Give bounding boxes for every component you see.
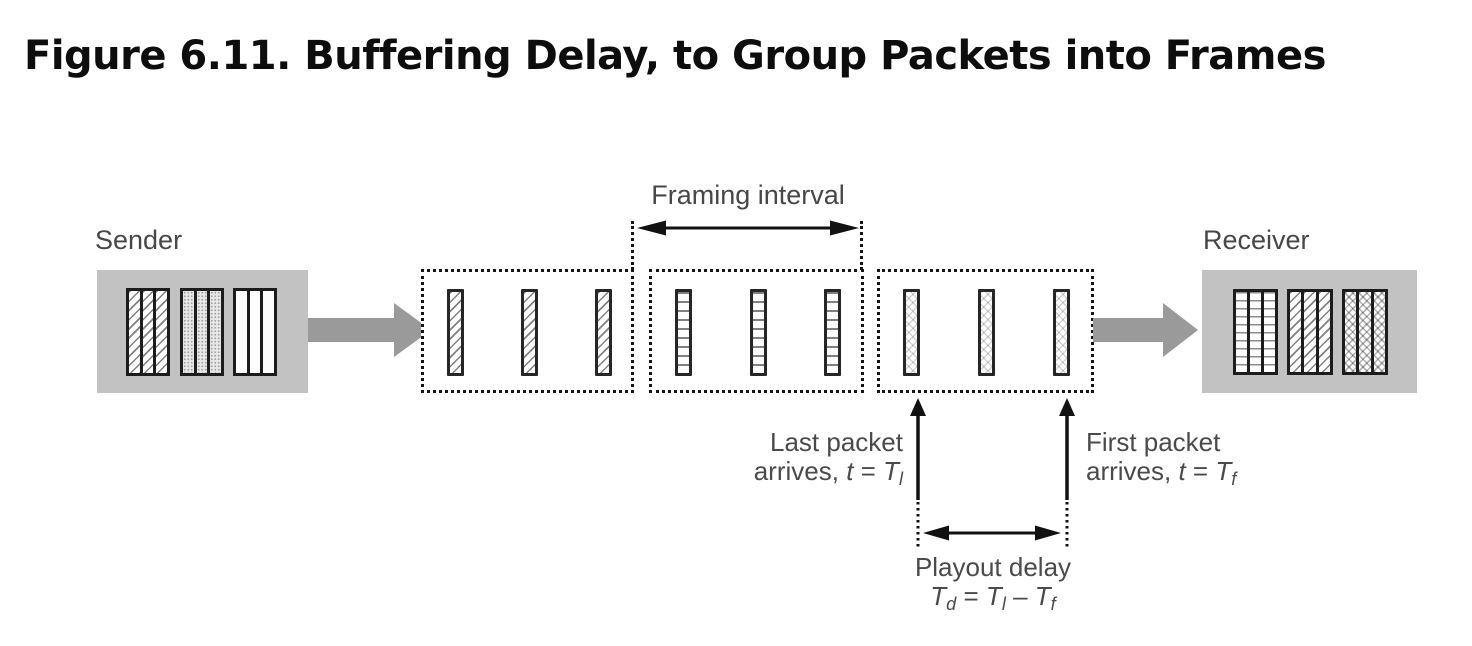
- receiver-box: [1202, 270, 1417, 393]
- receiver-frame: [1287, 289, 1333, 375]
- frame-column: [196, 291, 208, 373]
- frame-column: [1345, 292, 1357, 372]
- packet-bar: [521, 289, 538, 376]
- frame-column: [263, 291, 275, 373]
- framing-interval-arrow-icon: [636, 219, 860, 237]
- receiver-frame: [1233, 289, 1278, 375]
- frame-column: [1359, 292, 1371, 372]
- sender-box: [97, 270, 308, 393]
- frame-column: [156, 291, 168, 373]
- first-packet-line2: arrives, t = Tf: [1086, 456, 1237, 490]
- packet-bar: [903, 289, 920, 376]
- frame-column: [1304, 292, 1316, 372]
- frame-column: [1236, 292, 1247, 372]
- last-packet-arrow-icon: [909, 398, 927, 548]
- framing-interval-label: Framing interval: [651, 180, 845, 210]
- frame-column: [142, 291, 154, 373]
- playout-delay-formula: Td = Tl – Tf: [930, 581, 1056, 615]
- last-packet-line1: Last packet: [770, 427, 903, 457]
- framing-interval-tick-left: [631, 221, 634, 270]
- figure-title: Figure 6.11. Buffering Delay, to Group P…: [24, 33, 1326, 79]
- frame-column: [210, 291, 222, 373]
- frame-column: [1290, 292, 1302, 372]
- frame-column: [249, 291, 261, 373]
- sender-label: Sender: [95, 225, 183, 255]
- packet-bar: [978, 289, 995, 376]
- buffer-box-3: [877, 269, 1094, 393]
- receiver-flow-arrow-icon: [1093, 301, 1199, 359]
- packet-bar: [675, 289, 692, 376]
- packet-bar: [447, 289, 464, 376]
- frame-column: [236, 291, 247, 373]
- receiver-label: Receiver: [1203, 225, 1310, 255]
- buffer-box-2: [649, 269, 864, 393]
- sender-frame: [126, 288, 170, 376]
- first-packet-arrow-icon: [1058, 398, 1076, 548]
- last-packet-line2: arrives, t = Tl: [753, 456, 903, 490]
- playout-delay-line1: Playout delay: [914, 552, 1072, 582]
- packet-bar: [750, 289, 767, 376]
- frame-column: [129, 291, 140, 373]
- first-packet-line1: First packet: [1086, 427, 1221, 457]
- packet-bar: [595, 289, 612, 376]
- sender-frame: [233, 288, 277, 376]
- sender-frame: [180, 288, 224, 376]
- frame-column: [1250, 292, 1261, 372]
- framing-interval-tick-right: [860, 221, 863, 270]
- first-packet-annotation: First packet arrives, t = Tf: [1086, 428, 1236, 494]
- playout-delay-arrow-icon: [922, 524, 1062, 542]
- sender-flow-arrow-icon: [308, 301, 432, 359]
- frame-column: [183, 291, 194, 373]
- receiver-frame: [1342, 289, 1388, 375]
- frame-column: [1264, 292, 1275, 372]
- frame-column: [1373, 292, 1385, 372]
- buffer-box-1: [421, 269, 634, 393]
- packet-bar: [824, 289, 841, 376]
- packet-bar: [1053, 289, 1070, 376]
- last-packet-annotation: Last packet arrives, t = Tl: [690, 428, 903, 494]
- playout-delay-annotation: Playout delay Td = Tl – Tf: [897, 553, 1089, 619]
- frame-column: [1318, 292, 1330, 372]
